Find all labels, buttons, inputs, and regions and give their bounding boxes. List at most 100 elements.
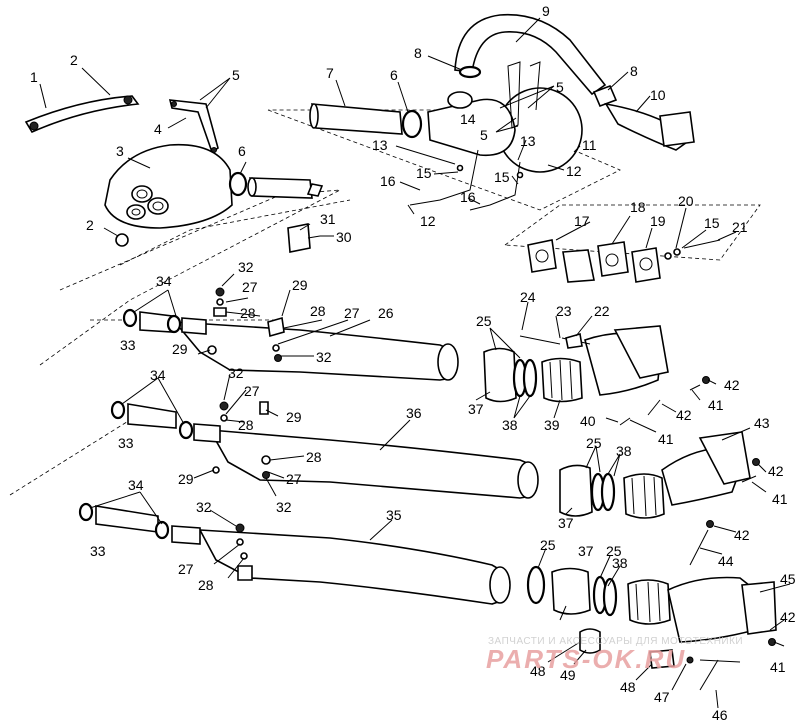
callout-13: 13 <box>520 133 536 149</box>
callout-36: 36 <box>406 405 422 421</box>
part-31-plate <box>287 223 321 253</box>
callout-7: 7 <box>326 65 334 81</box>
callout-34: 34 <box>150 367 166 383</box>
callout-24: 24 <box>520 289 536 305</box>
watermark-logo: PARTS-OK.RU <box>486 644 686 674</box>
callout-28: 28 <box>238 417 254 433</box>
callout-32: 32 <box>228 365 244 381</box>
callout-38: 38 <box>612 555 628 571</box>
callout-27: 27 <box>242 279 258 295</box>
callout-46: 46 <box>712 707 728 723</box>
callout-47: 47 <box>654 689 670 705</box>
upper-expansion-chamber <box>309 13 695 211</box>
callout-9: 9 <box>542 3 550 19</box>
pipe-36 <box>110 400 539 499</box>
watermark-tagline: ЗАПЧАСТИ И АКСЕССУАРЫ ДЛЯ МОТОТЕХНИКИ <box>488 636 743 647</box>
callout-33: 33 <box>90 543 106 559</box>
callout-42: 42 <box>768 463 784 479</box>
callout-29: 29 <box>172 341 188 357</box>
callout-37: 37 <box>468 401 484 417</box>
callout-37: 37 <box>558 515 574 531</box>
callout-38: 38 <box>502 417 518 433</box>
callout-14: 14 <box>460 111 476 127</box>
callout-27: 27 <box>344 305 360 321</box>
callout-41: 41 <box>658 431 674 447</box>
callout-5: 5 <box>480 127 488 143</box>
callout-4: 4 <box>154 121 162 137</box>
callout-2: 2 <box>86 217 94 233</box>
callout-labels: 1 2 2 3 4 5 5 5 6 6 7 8 8 9 10 11 12 12 … <box>30 3 796 723</box>
callout-28: 28 <box>310 303 326 319</box>
callout-48: 48 <box>620 679 636 695</box>
muffler-outlet-pipe <box>228 171 324 199</box>
pipe-35 <box>78 502 511 605</box>
callout-29: 29 <box>178 471 194 487</box>
callout-19: 19 <box>650 213 666 229</box>
callout-39: 39 <box>544 417 560 433</box>
callout-33: 33 <box>120 337 136 353</box>
callout-29: 29 <box>286 409 302 425</box>
callout-13: 13 <box>372 137 388 153</box>
callout-5: 5 <box>232 67 240 83</box>
callout-28: 28 <box>240 305 256 321</box>
callout-25: 25 <box>476 313 492 329</box>
callout-42: 42 <box>780 609 796 625</box>
watermark: ЗАПЧАСТИ И АКСЕССУАРЫ ДЛЯ МОТОТЕХНИКИ PA… <box>486 636 743 674</box>
pipe-26 <box>122 287 459 381</box>
callout-33: 33 <box>118 435 134 451</box>
callout-41: 41 <box>772 491 788 507</box>
callout-43: 43 <box>754 415 770 431</box>
callout-5: 5 <box>556 79 564 95</box>
callout-6: 6 <box>238 143 246 159</box>
callout-15: 15 <box>704 215 720 231</box>
callout-25: 25 <box>540 537 556 553</box>
callout-10: 10 <box>650 87 666 103</box>
callout-15: 15 <box>416 165 432 181</box>
callout-2: 2 <box>70 52 78 68</box>
coupler-set-middle <box>559 431 760 566</box>
callout-20: 20 <box>678 193 694 209</box>
callout-32: 32 <box>196 499 212 515</box>
callout-28: 28 <box>306 449 322 465</box>
callout-3: 3 <box>116 143 124 159</box>
callout-22: 22 <box>594 303 610 319</box>
leader-lines <box>39 17 791 709</box>
callout-42: 42 <box>734 527 750 543</box>
callout-42: 42 <box>676 407 692 423</box>
callout-49: 49 <box>560 667 576 683</box>
part-3-muffler <box>104 143 233 247</box>
callout-31: 31 <box>320 211 336 227</box>
callout-27: 27 <box>286 471 302 487</box>
callout-25: 25 <box>606 543 622 559</box>
callout-25: 25 <box>586 435 602 451</box>
callout-15: 15 <box>494 169 510 185</box>
callout-17: 17 <box>574 213 590 229</box>
callout-44: 44 <box>718 553 734 569</box>
callout-11: 11 <box>582 137 597 153</box>
callout-28: 28 <box>198 577 214 593</box>
callout-21: 21 <box>732 219 748 235</box>
coupler-set-top <box>483 325 710 426</box>
callout-16: 16 <box>460 189 476 205</box>
callout-8: 8 <box>414 45 422 61</box>
callout-16: 16 <box>380 173 396 189</box>
callout-30: 30 <box>336 229 352 245</box>
callout-45: 45 <box>780 571 796 587</box>
callout-27: 27 <box>178 561 194 577</box>
part-1-heat-shield <box>24 95 140 134</box>
callout-32: 32 <box>276 499 292 515</box>
callout-12: 12 <box>566 163 582 179</box>
coupler-set-bottom <box>526 565 777 691</box>
callout-26: 26 <box>378 305 394 321</box>
callout-18: 18 <box>630 199 646 215</box>
callout-32: 32 <box>238 259 254 275</box>
callout-41: 41 <box>770 659 786 675</box>
callout-8: 8 <box>630 63 638 79</box>
callout-29: 29 <box>292 277 308 293</box>
callout-6: 6 <box>390 67 398 83</box>
callout-23: 23 <box>556 303 572 319</box>
callout-42: 42 <box>724 377 740 393</box>
callout-12: 12 <box>420 213 436 229</box>
callout-27: 27 <box>244 383 260 399</box>
